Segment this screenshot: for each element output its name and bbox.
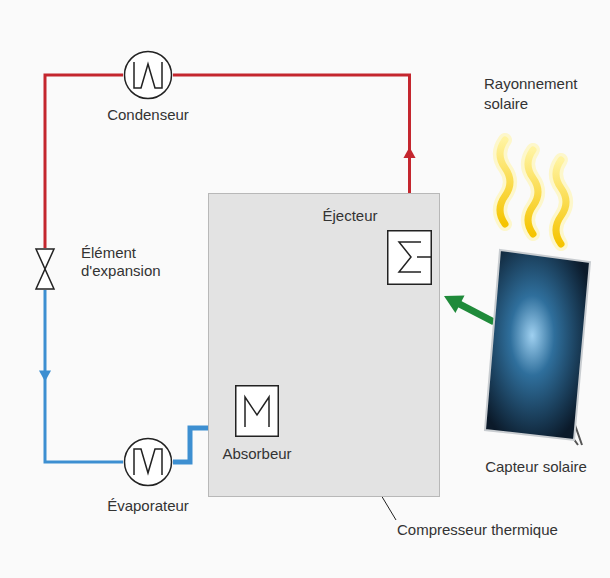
arrow-head	[444, 296, 465, 314]
arrow-head	[403, 147, 415, 158]
thermal-compressor-housing: Compresseur thermiqueÉjecteurAbsorbeur	[208, 193, 440, 497]
heat-exchanger-symbol	[123, 437, 173, 487]
expansion-valve: Élément d'expansion	[35, 248, 55, 290]
node-label: Compresseur thermique	[397, 521, 607, 539]
node-label: Absorbeur	[207, 445, 307, 463]
pipe-connector	[45, 290, 123, 462]
annotation-label: Rayonnement solaire	[484, 74, 594, 115]
node-label: Éjecteur	[305, 207, 395, 225]
node-label: Capteur solaire	[466, 458, 606, 476]
solar-collector: Capteur solaire	[482, 245, 594, 450]
node-label: Évaporateur	[93, 497, 203, 515]
sun-rays	[500, 140, 566, 244]
pipe-connector	[45, 75, 123, 248]
absorber-box: Absorbeur	[235, 385, 279, 437]
solar-panel	[482, 245, 594, 450]
absorber-symbol	[235, 385, 279, 437]
node-label: Condenseur	[93, 106, 203, 124]
evaporator-symbol: Évaporateur	[123, 437, 173, 487]
heat-exchanger-symbol	[123, 50, 173, 100]
condenser-symbol: Condenseur	[123, 50, 173, 100]
node-label: Élément d'expansion	[81, 244, 181, 280]
arrow-head	[39, 371, 51, 382]
valve-symbol	[35, 248, 55, 290]
ejector-symbol	[387, 230, 432, 285]
ejector-box: Éjecteur	[387, 230, 432, 285]
pipe-connector	[458, 303, 494, 322]
